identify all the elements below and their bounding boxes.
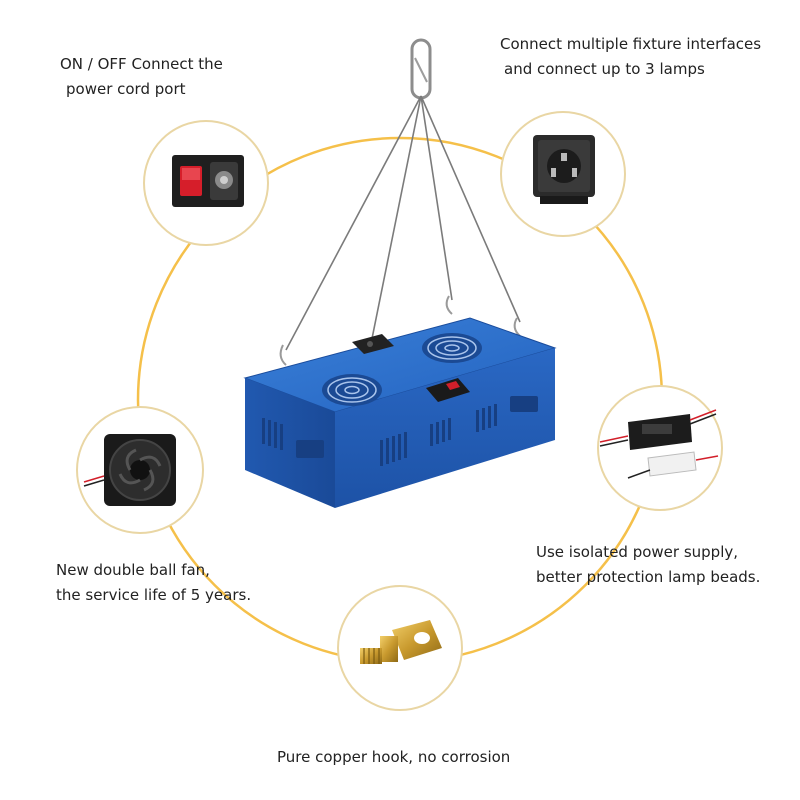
power-port-circle [143, 120, 269, 246]
caption-interfaces: Connect multiple fixture interfaces and … [500, 32, 761, 82]
caption-power-supply-line1: Use isolated power supply, [536, 543, 739, 561]
driver-icon [599, 409, 719, 479]
caption-fan-line1: New double ball fan, [56, 561, 210, 579]
fan-icon [83, 434, 176, 506]
caption-power-port-line1: ON / OFF Connect the [60, 55, 223, 73]
caption-power-supply-line2: better protection lamp beads. [536, 568, 761, 586]
hook-circle [337, 585, 463, 711]
fan-circle [76, 406, 204, 534]
top-socket [352, 334, 394, 354]
top-switch [426, 378, 470, 402]
caption-interfaces-line2: and connect up to 3 lamps [504, 60, 705, 78]
power-supply-circle [597, 385, 723, 511]
copper-hook-icon [360, 620, 442, 664]
power-switch-icon [172, 155, 244, 207]
caption-hook: Pure copper hook, no corrosion [277, 745, 510, 770]
top-fan-right [422, 333, 482, 363]
caption-power-port-line2: power cord port [66, 80, 186, 98]
caption-power-port: ON / OFF Connect the power cord port [60, 52, 223, 102]
socket-icon [533, 135, 595, 204]
caption-fan-line2: the service life of 5 years. [56, 586, 252, 604]
led-grow-light [243, 38, 557, 508]
carabiner-icon [410, 38, 432, 100]
caption-hook-line1: Pure copper hook, no corrosion [277, 748, 511, 766]
caption-interfaces-line1: Connect multiple fixture interfaces [500, 35, 762, 53]
interface-circle [500, 111, 626, 237]
caption-power-supply: Use isolated power supply, better protec… [536, 540, 760, 590]
top-fan-left [322, 374, 382, 406]
caption-fan: New double ball fan, the service life of… [56, 558, 251, 608]
